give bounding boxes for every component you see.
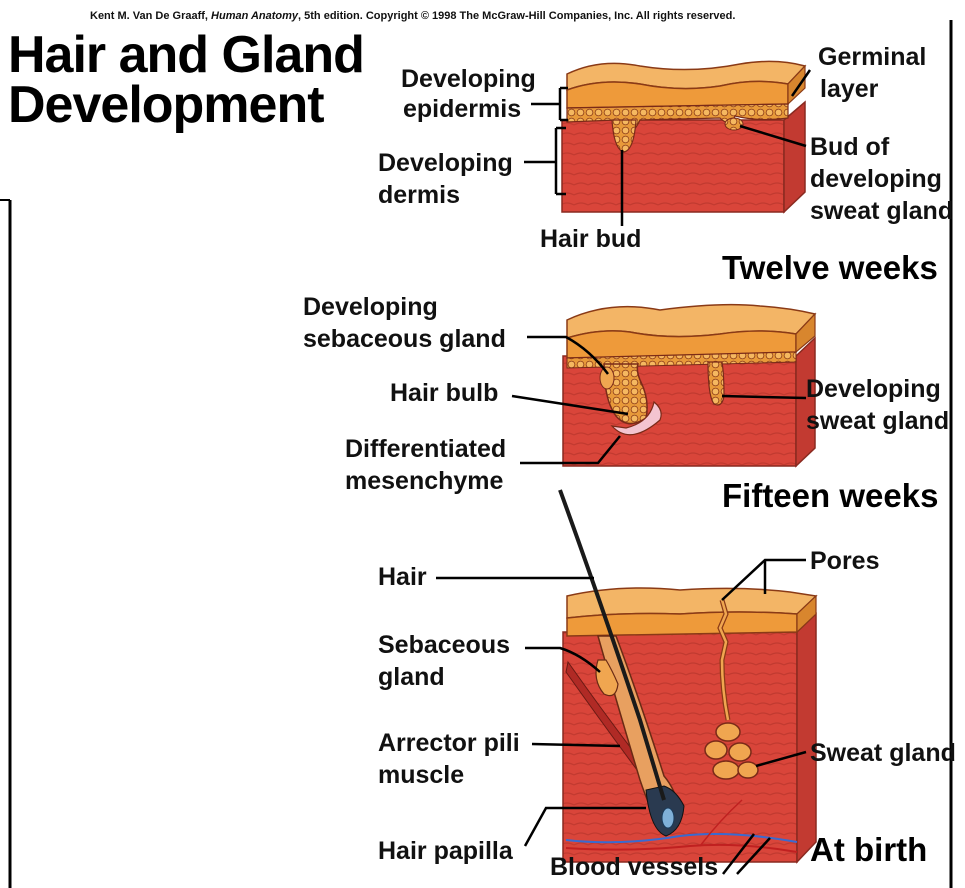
label-developing-epidermis-1: Developing bbox=[401, 64, 536, 94]
label-blood-vessels: Blood vessels bbox=[550, 852, 718, 882]
label-bud-sweat-3: sweat gland bbox=[810, 196, 953, 226]
label-sebaceous-gland-2: gland bbox=[378, 662, 445, 692]
label-germinal-layer-2: layer bbox=[820, 74, 878, 104]
label-sebaceous-gland-1: Sebaceous bbox=[378, 630, 510, 660]
block-at-birth bbox=[560, 490, 816, 862]
label-developing-sweat-gland-2: sweat gland bbox=[806, 406, 949, 436]
label-bud-sweat-1: Bud of bbox=[810, 132, 889, 162]
label-developing-epidermis-2: epidermis bbox=[403, 94, 521, 124]
block-fifteen-weeks bbox=[563, 305, 815, 466]
stage-heading-fifteen-weeks: Fifteen weeks bbox=[722, 478, 938, 514]
label-developing-dermis-2: dermis bbox=[378, 180, 460, 210]
label-developing-dermis-1: Developing bbox=[378, 148, 513, 178]
label-arrector-pili-2: muscle bbox=[378, 760, 464, 790]
label-pores: Pores bbox=[810, 546, 879, 576]
stage-heading-twelve-weeks: Twelve weeks bbox=[722, 250, 938, 286]
label-hair-papilla: Hair papilla bbox=[378, 836, 513, 866]
label-germinal-layer-1: Germinal bbox=[818, 42, 926, 72]
label-hair-bulb: Hair bulb bbox=[390, 378, 498, 408]
label-differentiated-mesenchyme-2: mesenchyme bbox=[345, 466, 503, 496]
label-developing-sebaceous-2: sebaceous gland bbox=[303, 324, 506, 354]
label-arrector-pili-1: Arrector pili bbox=[378, 728, 520, 758]
block-twelve-weeks bbox=[562, 61, 805, 212]
label-hair: Hair bbox=[378, 562, 427, 592]
label-differentiated-mesenchyme-1: Differentiated bbox=[345, 434, 506, 464]
label-developing-sweat-gland-1: Developing bbox=[806, 374, 941, 404]
stage-heading-at-birth: At birth bbox=[810, 832, 927, 868]
label-hair-bud: Hair bud bbox=[540, 224, 641, 254]
label-sweat-gland: Sweat gland bbox=[810, 738, 956, 768]
label-developing-sebaceous-1: Developing bbox=[303, 292, 438, 322]
label-bud-sweat-2: developing bbox=[810, 164, 942, 194]
